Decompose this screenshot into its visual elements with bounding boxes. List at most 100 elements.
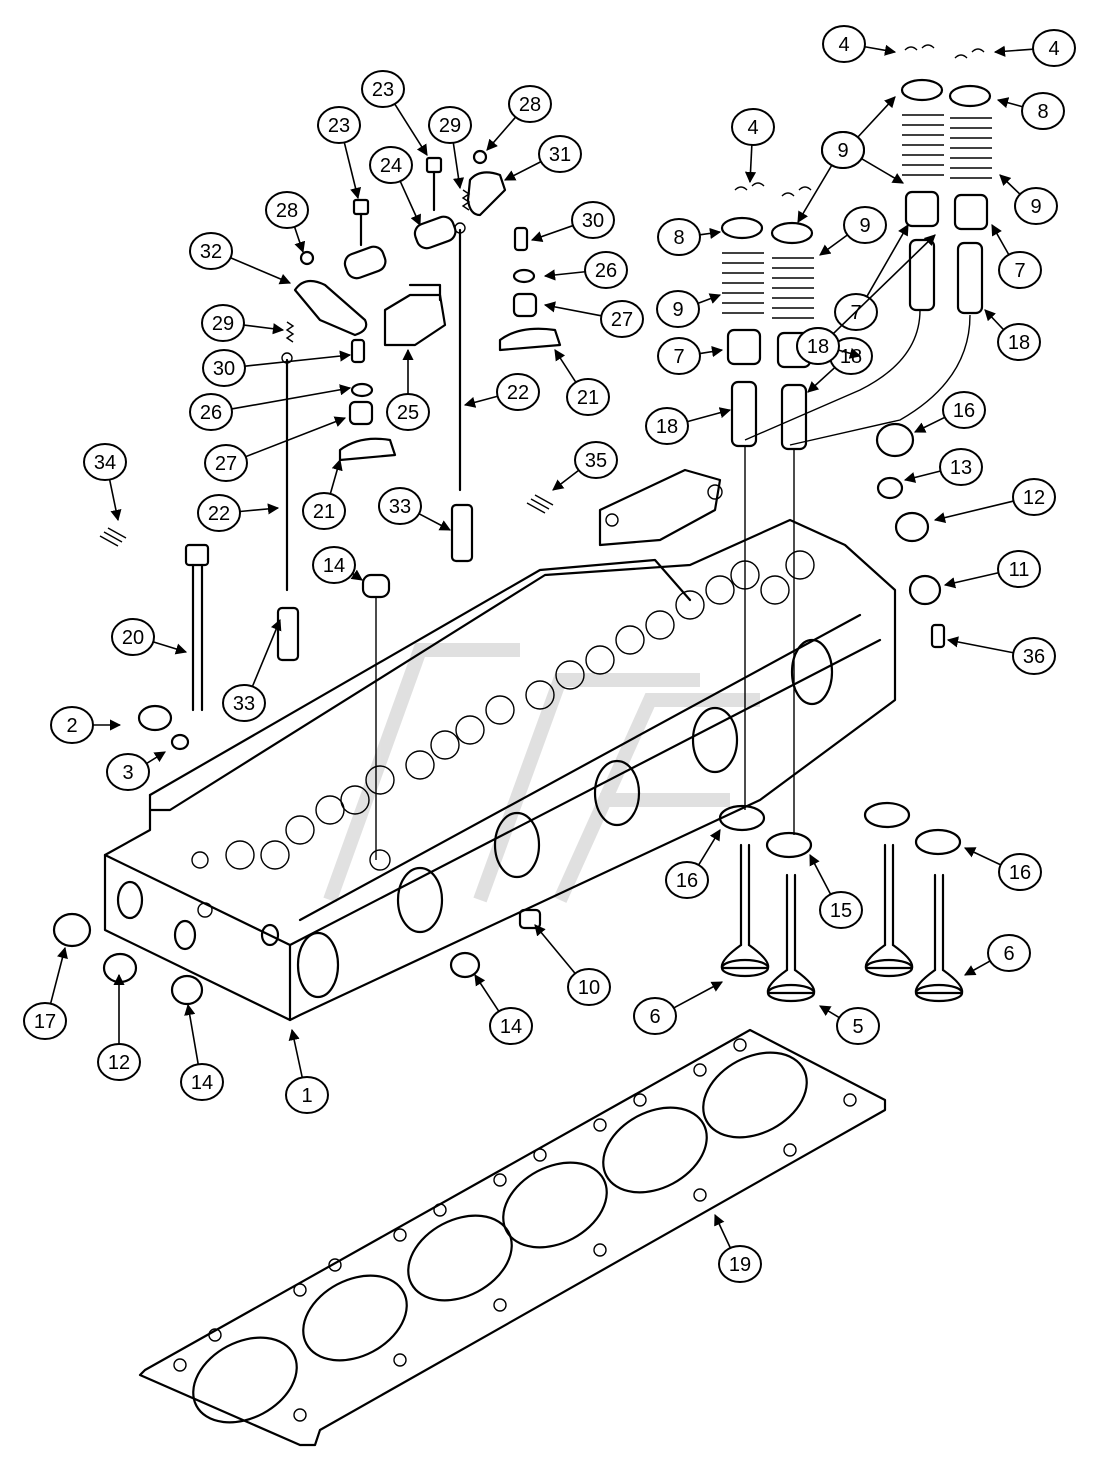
callout-number: 25 bbox=[397, 402, 419, 424]
callout-leader-21 bbox=[554, 349, 577, 383]
callout-number: 29 bbox=[212, 313, 234, 335]
callout-6: 6 bbox=[633, 997, 677, 1035]
callout-bubble bbox=[997, 323, 1041, 361]
callout-number: 7 bbox=[673, 346, 684, 368]
callout-leader-27 bbox=[543, 301, 602, 317]
bridge-21-left bbox=[338, 437, 397, 462]
bridge-21-right bbox=[498, 327, 562, 352]
callout-26: 26 bbox=[189, 393, 233, 431]
callout-leader-14 bbox=[474, 974, 500, 1012]
rocker-arm-32 bbox=[293, 279, 368, 337]
callout-leader-30 bbox=[530, 224, 574, 242]
callout-leader-14 bbox=[350, 569, 363, 581]
callout-number: 4 bbox=[747, 117, 758, 139]
watermark-logo bbox=[323, 643, 760, 903]
callout-labels: 1234445667777888899991011121213141414151… bbox=[23, 25, 1076, 1283]
callout-leader-4 bbox=[744, 144, 757, 184]
small-parts bbox=[52, 149, 946, 1006]
callout-16: 16 bbox=[942, 391, 986, 429]
callout-leader-20 bbox=[152, 641, 188, 655]
callout-12: 12 bbox=[97, 1043, 141, 1081]
callout-22: 22 bbox=[197, 494, 241, 532]
callout-leader-16 bbox=[913, 416, 946, 433]
callout-leader-26 bbox=[543, 269, 586, 281]
callout-20: 20 bbox=[111, 618, 155, 656]
callout-22: 22 bbox=[496, 373, 540, 411]
callout-bubble bbox=[508, 85, 552, 123]
callout-number: 30 bbox=[582, 210, 604, 232]
callout-bubble bbox=[836, 1007, 880, 1045]
callout-number: 20 bbox=[122, 627, 144, 649]
callout-bubble bbox=[584, 251, 628, 289]
callout-6: 6 bbox=[987, 934, 1031, 972]
callout-number: 16 bbox=[1009, 862, 1031, 884]
callout-bubble bbox=[600, 300, 644, 338]
callout-bubble bbox=[998, 853, 1042, 891]
callout-bubble bbox=[106, 753, 150, 791]
callout-number: 10 bbox=[578, 977, 600, 999]
callout-bubble bbox=[1012, 478, 1056, 516]
callout-bubble bbox=[657, 337, 701, 375]
callout-number: 8 bbox=[1037, 101, 1048, 123]
callout-leader-12 bbox=[933, 500, 1014, 524]
callout-bubble bbox=[1032, 29, 1076, 67]
callout-leader-23 bbox=[343, 142, 362, 200]
callout-leader-32 bbox=[230, 256, 292, 285]
callout-2: 2 bbox=[50, 706, 94, 744]
callout-number: 16 bbox=[953, 400, 975, 422]
callout-leader-28 bbox=[293, 226, 306, 254]
callout-bubble bbox=[998, 251, 1042, 289]
callout-leader-18 bbox=[984, 309, 1005, 331]
callout-number: 2 bbox=[66, 715, 77, 737]
callout-bubble bbox=[942, 391, 986, 429]
callout-11: 11 bbox=[997, 550, 1041, 588]
callout-bubble bbox=[97, 1043, 141, 1081]
callout-number: 9 bbox=[859, 215, 870, 237]
callout-leader-23 bbox=[393, 103, 428, 156]
callout-24: 24 bbox=[369, 146, 413, 184]
callout-leader-31 bbox=[504, 160, 542, 181]
callout-7: 7 bbox=[657, 337, 701, 375]
callout-leader-16 bbox=[697, 829, 721, 866]
callout-number: 6 bbox=[1003, 943, 1014, 965]
callout-number: 21 bbox=[577, 387, 599, 409]
callout-number: 1 bbox=[301, 1085, 312, 1107]
callout-bubble bbox=[567, 968, 611, 1006]
callout-bubble bbox=[731, 108, 775, 146]
callout-number: 9 bbox=[837, 140, 848, 162]
callout-number: 9 bbox=[672, 299, 683, 321]
callout-leader-26 bbox=[231, 384, 352, 410]
callout-7: 7 bbox=[998, 251, 1042, 289]
callout-number: 29 bbox=[439, 115, 461, 137]
callout-bubble bbox=[369, 146, 413, 184]
callout-leader-33 bbox=[251, 618, 282, 687]
callout-18: 18 bbox=[645, 407, 689, 445]
callout-leader-7 bbox=[991, 224, 1010, 256]
callout-33: 33 bbox=[378, 487, 422, 525]
callout-bubble bbox=[843, 206, 887, 244]
callout-leader-34 bbox=[108, 479, 122, 522]
callout-bubble bbox=[222, 684, 266, 722]
callout-14: 14 bbox=[312, 546, 356, 584]
callout-leader-5 bbox=[819, 1005, 840, 1019]
callout-leader-18 bbox=[838, 347, 862, 359]
callout-number: 18 bbox=[840, 346, 862, 368]
callout-number: 24 bbox=[380, 155, 402, 177]
callout-8: 8 bbox=[657, 218, 701, 256]
callout-leader-30 bbox=[244, 350, 352, 367]
callout-16: 16 bbox=[998, 853, 1042, 891]
callout-19: 19 bbox=[718, 1245, 762, 1283]
valve-train bbox=[718, 44, 992, 1003]
callout-number: 14 bbox=[323, 555, 345, 577]
callout-leader-27 bbox=[245, 416, 347, 458]
callout-28: 28 bbox=[265, 191, 309, 229]
callout-bubble bbox=[665, 861, 709, 899]
rocker-support-25 bbox=[383, 283, 447, 347]
rocker-shaft-24b bbox=[413, 215, 457, 250]
callout-leader-4 bbox=[864, 44, 897, 56]
callout-number: 28 bbox=[276, 200, 298, 222]
callout-number: 7 bbox=[1014, 260, 1025, 282]
callout-9: 9 bbox=[1014, 187, 1058, 225]
callout-number: 4 bbox=[1048, 38, 1059, 60]
callout-number: 36 bbox=[1023, 646, 1045, 668]
